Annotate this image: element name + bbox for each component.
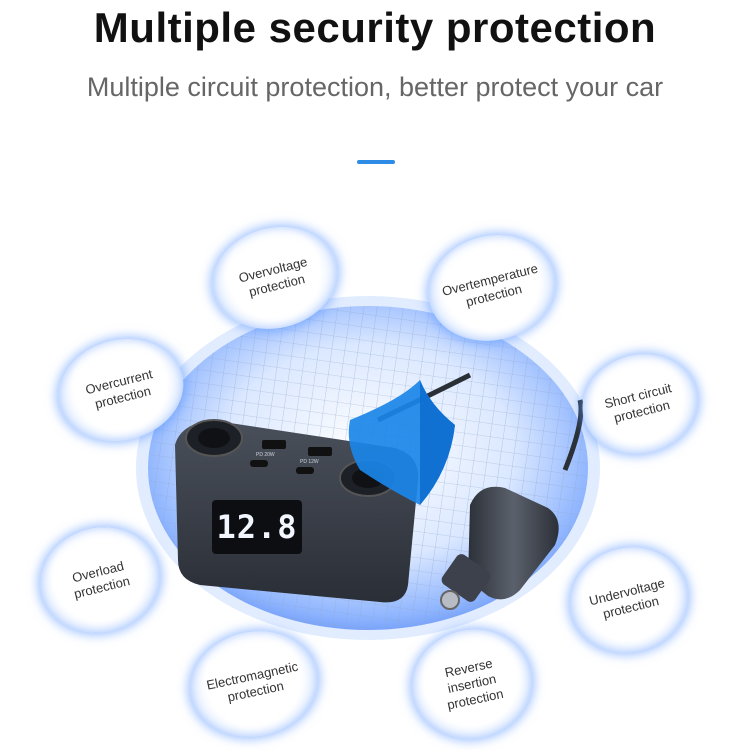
port-label-left: PD 20W bbox=[256, 452, 275, 458]
car-plug bbox=[440, 486, 559, 610]
feature-label: Reverse insertion protection bbox=[443, 655, 505, 713]
feature-label: Electromagnetic protection bbox=[205, 658, 300, 705]
feature-label: Overvoltage protection bbox=[237, 253, 309, 300]
voltage-display: 12.8 bbox=[216, 508, 298, 546]
accent-divider bbox=[357, 160, 395, 164]
page-subtitle: Multiple circuit protection, better prot… bbox=[86, 72, 664, 102]
feature-label: Overcurrent protection bbox=[83, 366, 155, 412]
shield-icon bbox=[348, 380, 455, 505]
feature-label: Overtemperature protection bbox=[440, 260, 540, 310]
port-label-right: PD 12W bbox=[300, 459, 319, 465]
feature-label: Undervoltage protection bbox=[587, 575, 667, 622]
page-title: Multiple security protection bbox=[93, 4, 657, 51]
feature-label: Short circuit protection bbox=[602, 380, 674, 426]
feature-label: Overload protection bbox=[70, 558, 132, 602]
